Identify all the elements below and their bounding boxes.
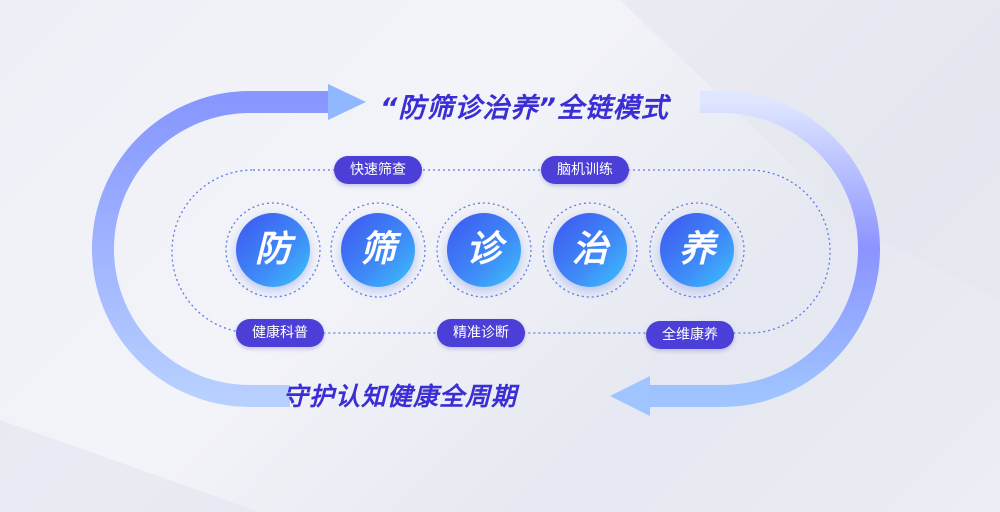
- right-arrowhead-icon: [328, 84, 366, 120]
- background-shape: [0, 420, 260, 512]
- right-loop-arrow: [648, 91, 880, 407]
- pill-full-care: 全维康养: [646, 321, 734, 349]
- diagram-subtitle: 守护认知健康全周期: [283, 382, 518, 411]
- left-loop-arrow: [92, 91, 330, 407]
- node-diagnose: 诊: [447, 213, 521, 287]
- node-prevent: 防: [236, 213, 310, 287]
- node-screen: 筛: [341, 213, 415, 287]
- pill-bci-training: 脑机训练: [541, 156, 629, 184]
- pill-quick-screening: 快速筛查: [334, 156, 422, 184]
- background-shape: [620, 0, 1000, 300]
- diagram-title: “防筛诊治养”全链模式: [380, 93, 669, 124]
- node-rings: [225, 202, 745, 298]
- node-treat: 治: [553, 213, 627, 287]
- pill-health-education: 健康科普: [236, 319, 324, 347]
- pill-precise-diagnosis: 精准诊断: [437, 319, 525, 347]
- left-arrowhead-icon: [610, 376, 650, 416]
- node-care: 养: [660, 213, 734, 287]
